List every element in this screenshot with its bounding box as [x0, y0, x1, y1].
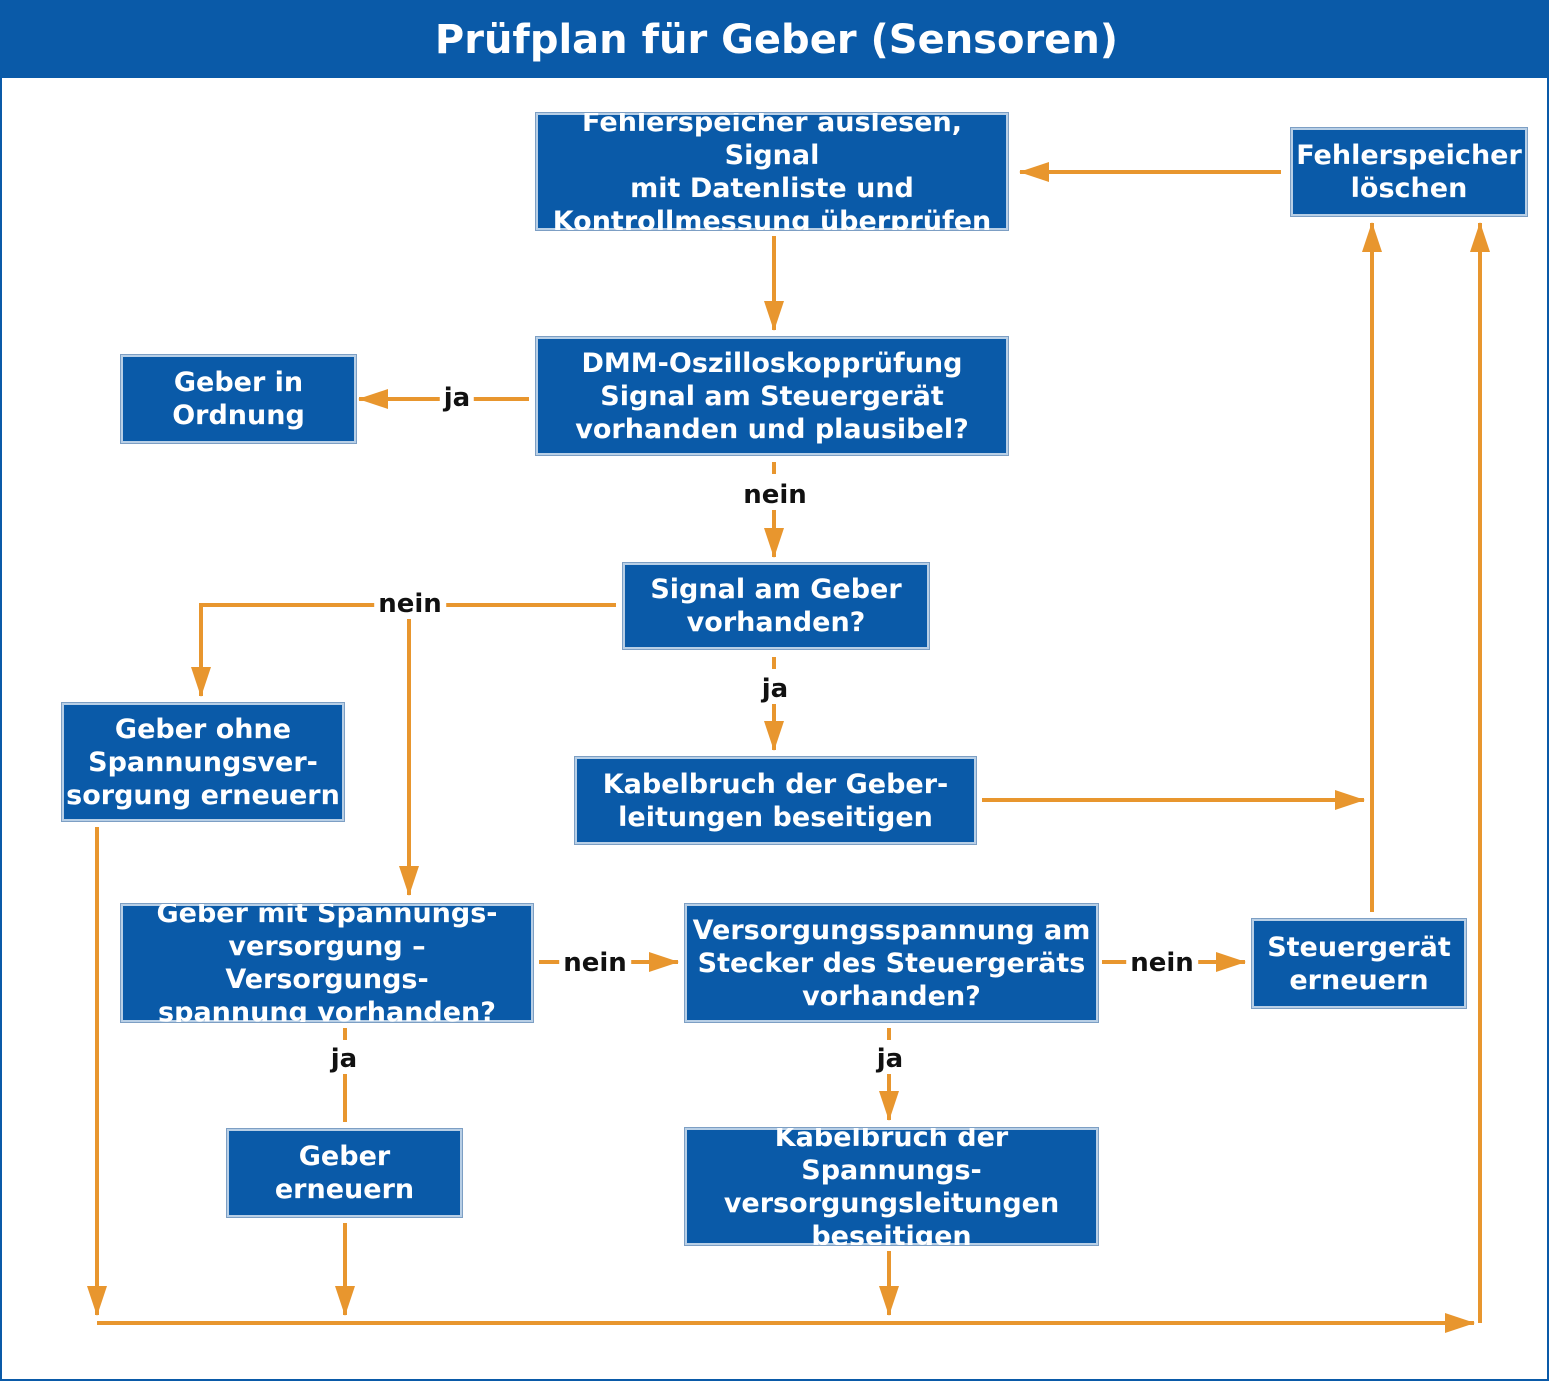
node-replace-unpowered: Geber ohne Spannungsver- sorgung erneuer…	[61, 702, 345, 822]
label-sensor-yes: ja	[757, 674, 793, 704]
label-ecu-supply-no: nein	[1126, 948, 1198, 978]
arrow-sensor-no-left	[191, 603, 616, 697]
node-replace-ecu: Steuergerät erneuern	[1251, 918, 1467, 1009]
node-fix-supply-cable: Kabelbruch der Spannungs- versorgungslei…	[684, 1122, 1099, 1252]
node-sensor-ok: Geber in Ordnung	[120, 354, 357, 444]
label-ecu-supply-yes: ja	[872, 1044, 908, 1074]
node-fix-signal-cable: Kabelbruch der Geber- leitungen beseitig…	[574, 756, 977, 845]
label-powered-yes: ja	[326, 1044, 362, 1074]
node-supply-at-ecu: Versorgungsspannung am Stecker des Steue…	[684, 903, 1099, 1023]
node-clear-memory: Fehlerspeicher löschen	[1290, 127, 1528, 217]
node-dmm-check: DMM-Oszilloskopprüfung Signal am Steuerg…	[535, 336, 1009, 456]
page-title: Prüfplan für Geber (Sensoren)	[2, 2, 1549, 78]
node-read-memory: Fehlerspeicher auslesen, Signal mit Date…	[535, 107, 1009, 237]
label-powered-no: nein	[559, 948, 631, 978]
label-sensor-no: nein	[374, 589, 446, 619]
node-powered-sensor-check: Geber mit Spannungs- versorgung – Versor…	[120, 898, 534, 1028]
node-replace-sensor: Geber erneuern	[226, 1128, 463, 1218]
label-dmm-no: nein	[739, 480, 811, 510]
label-dmm-yes: ja	[439, 383, 475, 413]
node-signal-at-sensor: Signal am Geber vorhanden?	[622, 562, 930, 650]
